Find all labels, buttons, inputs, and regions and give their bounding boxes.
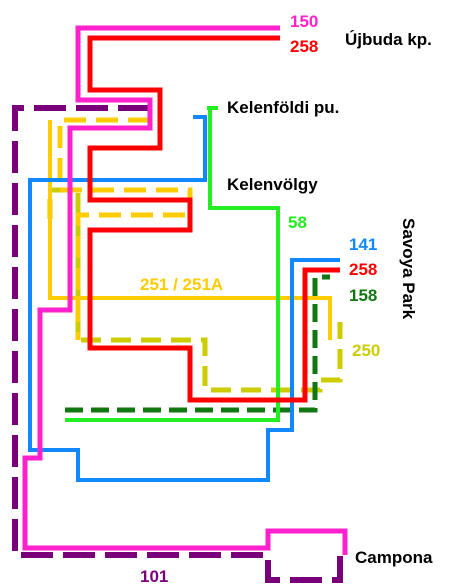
station-kelenvolgy-label: Kelenvölgy [227, 175, 318, 194]
station-savoya-label: Savoya Park [399, 218, 418, 320]
route-258-label-top: 258 [290, 37, 318, 56]
route-101-label: 101 [140, 567, 168, 586]
route-251-dashed-line [57, 117, 193, 340]
route-158 [65, 274, 330, 413]
route-258-line [87, 35, 340, 403]
route-150 [22, 25, 348, 555]
route-150-label: 150 [290, 12, 318, 31]
route-258-label-savoya: 258 [349, 260, 377, 279]
route-258 [87, 35, 340, 403]
route-58-line [65, 106, 280, 422]
route-251 [48, 117, 332, 340]
route-58-label: 58 [288, 213, 307, 232]
station-ujbuda-label: Újbuda kp. [345, 30, 432, 49]
route-158-label: 158 [349, 286, 377, 305]
route-251-main-line [48, 120, 332, 340]
route-158-line [65, 274, 330, 413]
route-141-label: 141 [349, 235, 377, 254]
route-150-line [22, 25, 348, 555]
station-campona-label: Campona [355, 548, 433, 567]
station-kelenfold-label: Kelenföldi pu. [227, 98, 339, 117]
route-58 [65, 106, 280, 422]
route-251-label: 251 / 251A [140, 275, 223, 294]
route-101 [12, 105, 343, 583]
route-250-label: 250 [352, 341, 380, 360]
route-101-main-line [12, 105, 343, 583]
